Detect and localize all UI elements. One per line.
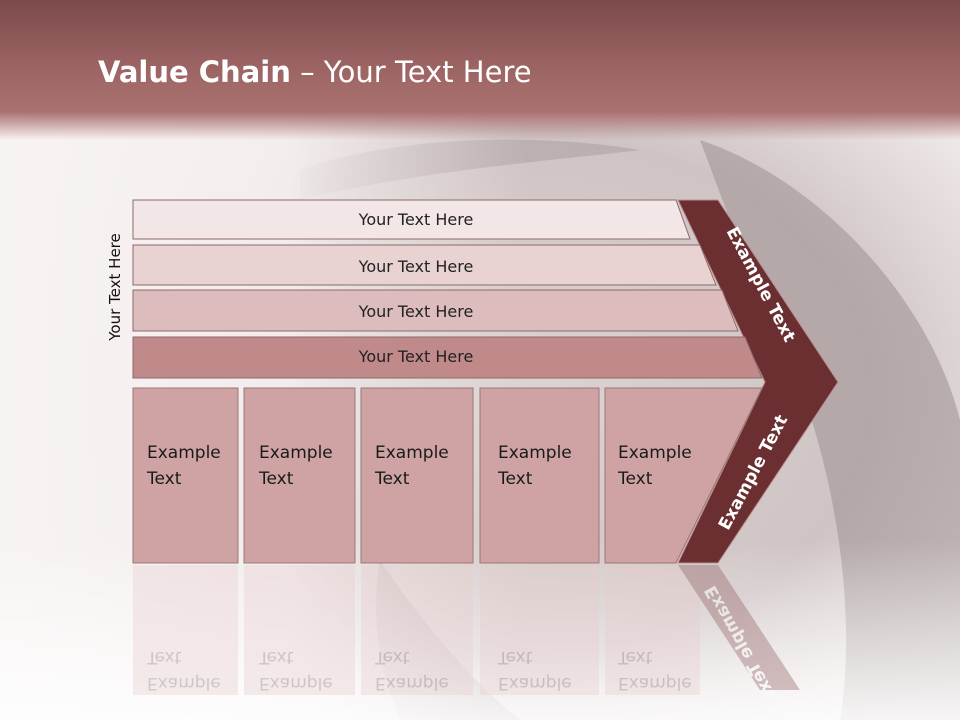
svg-text:Text: Text (374, 647, 410, 667)
svg-text:Example: Example (259, 673, 333, 693)
svg-text:Text: Text (497, 647, 533, 667)
row-2: Your Text Here (132, 244, 717, 286)
svg-text:Text: Text (617, 647, 653, 667)
column-5-line-1: Example (618, 443, 692, 463)
column-4-line-1: Example (498, 443, 572, 463)
row-3: Your Text Here (132, 289, 739, 332)
column-2-line-2: Text (258, 469, 294, 489)
svg-text:Example: Example (618, 673, 692, 693)
svg-text:Text: Text (258, 647, 294, 667)
svg-text:Example: Example (498, 673, 572, 693)
header-band (0, 0, 960, 140)
row-1: Your Text Here (132, 199, 691, 240)
column-4: Example Text (479, 387, 600, 564)
reflection-text: Example Text Example Text Example Text Exam… (146, 647, 692, 693)
column-1: Example Text (132, 387, 239, 564)
row-2-label: Your Text Here (358, 257, 474, 276)
column-3-line-2: Text (374, 469, 410, 489)
row-3-label: Your Text Here (358, 302, 474, 321)
svg-text:Example: Example (375, 673, 449, 693)
row-1-label: Your Text Here (358, 210, 474, 229)
column-3-line-1: Example (375, 443, 449, 463)
svg-text:Text: Text (146, 647, 182, 667)
chevron-arrow (677, 199, 839, 564)
column-2-line-1: Example (259, 443, 333, 463)
column-4-line-2: Text (497, 469, 533, 489)
title-bold: Value Chain (98, 55, 291, 89)
column-2: Example Text (243, 387, 356, 564)
row-4: Your Text Here (132, 336, 763, 379)
page-title: Value Chain – Your Text Here (98, 55, 532, 89)
row-4-label: Your Text Here (358, 347, 474, 366)
column-1-line-2: Text (146, 469, 182, 489)
reflection: Example Text Example Text Example Text Exam… (133, 565, 800, 703)
title-rest: – Your Text Here (290, 55, 532, 89)
column-5: Example Text (604, 387, 763, 564)
svg-text:Example: Example (147, 673, 221, 693)
column-3: Example Text (360, 387, 474, 564)
column-5-line-2: Text (617, 469, 653, 489)
column-1-line-1: Example (147, 443, 221, 463)
